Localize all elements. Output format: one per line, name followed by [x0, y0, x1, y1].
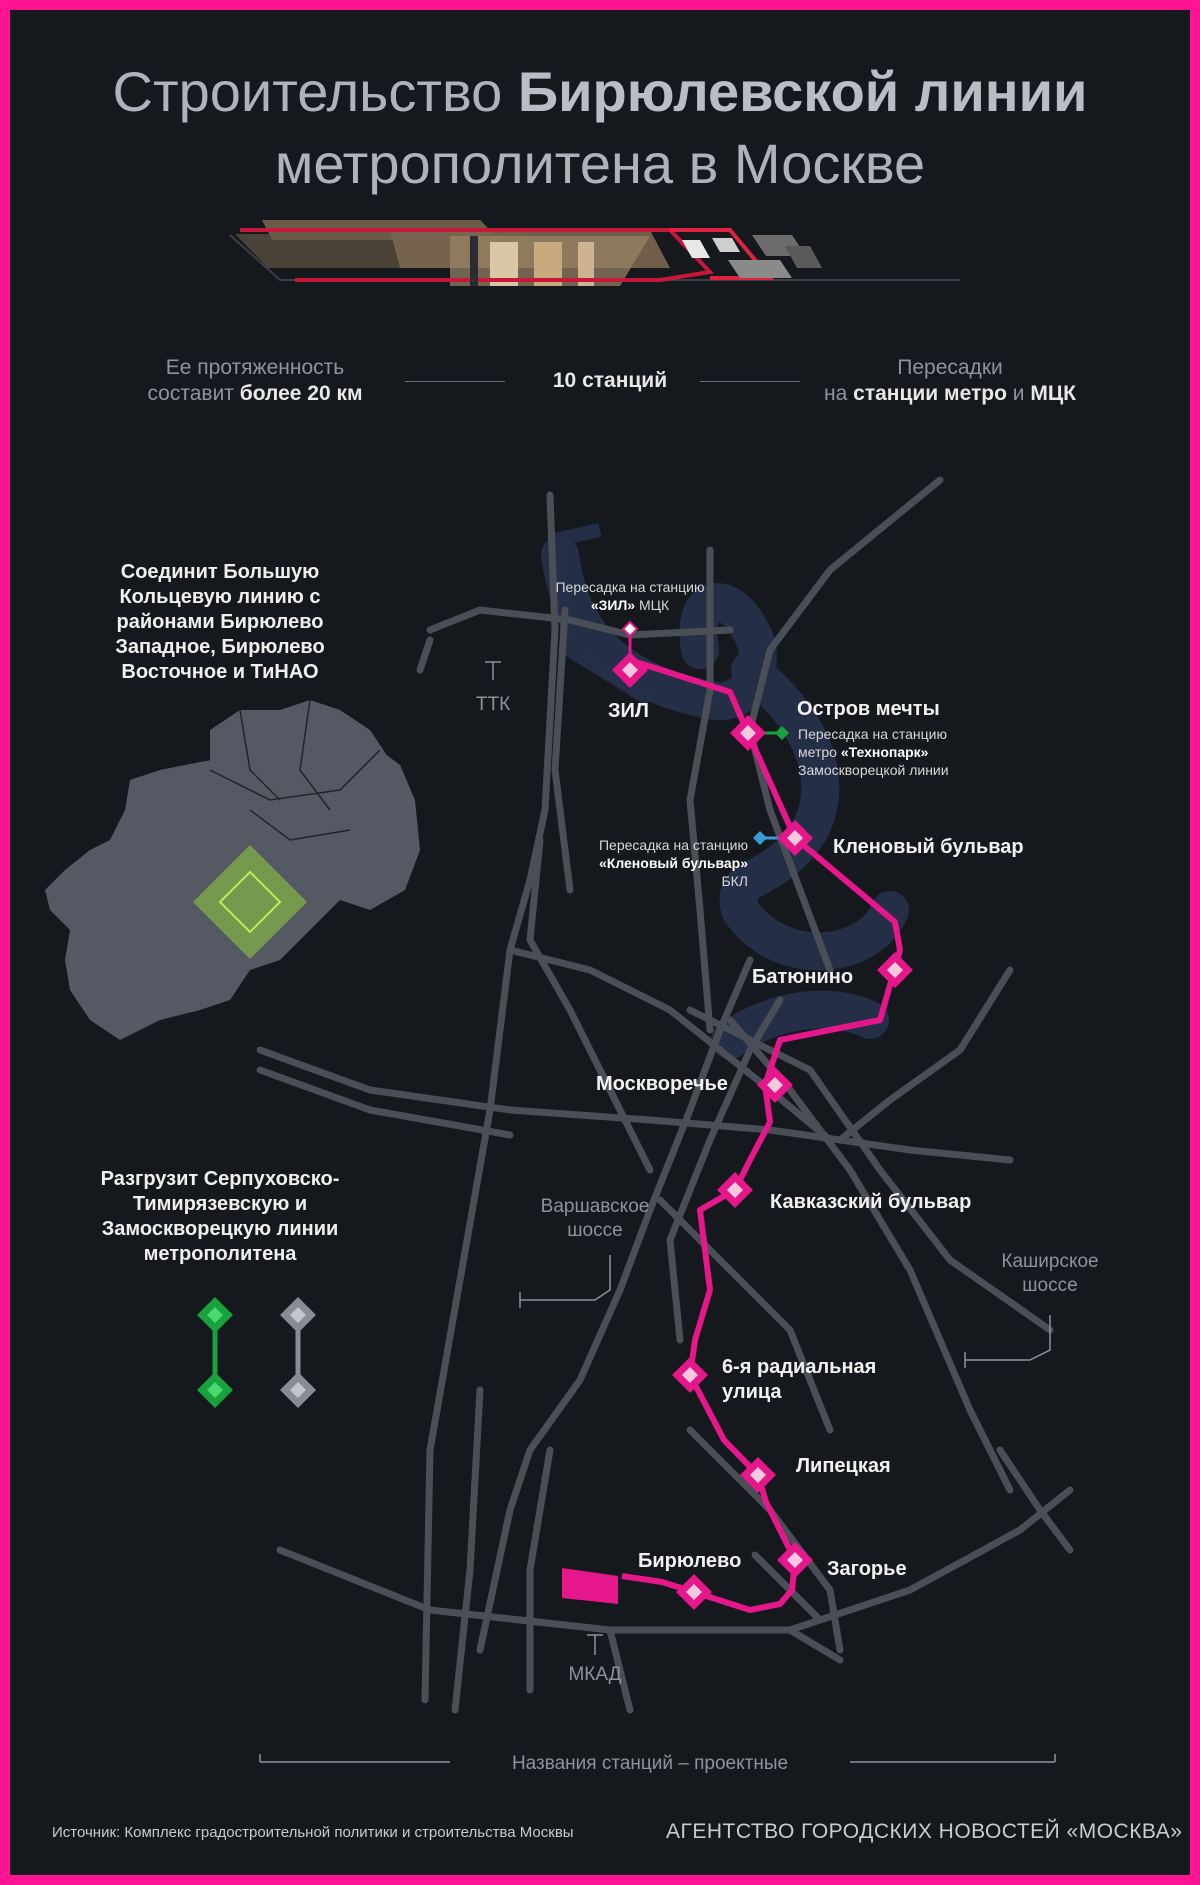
title-prefix: Строительство: [112, 60, 518, 123]
station-kavkazsky-bulvar: [717, 1172, 753, 1208]
station-ostrov-mechty: [730, 715, 766, 751]
road-varshavskoe-label: Варшавское шоссе: [520, 1195, 670, 1243]
technopark-transfer-icon: [775, 726, 789, 740]
label-ostrov-mechty: Остров мечты: [797, 698, 940, 720]
transfers-line1: Пересадки: [897, 356, 1003, 379]
road-varshavskoe-line1: Варшавское: [540, 1196, 650, 1217]
title-bold: Бирюлевской линии: [517, 60, 1088, 123]
page-title-line2: метрополитена в Москве: [274, 132, 926, 195]
label-zil: ЗИЛ: [608, 700, 649, 722]
transfer-technopark-line3: Замоскворецкой линии: [798, 762, 949, 778]
divider-right: [700, 381, 800, 382]
mck-zil-transfer-icon: [621, 620, 639, 638]
station-markers: [612, 652, 913, 1610]
transfer-technopark-bold: «Технопарк»: [840, 744, 929, 760]
connect-text: Соединит Большую Кольцевую линию с район…: [115, 561, 325, 683]
station-klenovy-bulvar: [777, 820, 813, 856]
transfer-klenovy-bold: «Кленовый бульвар»: [598, 855, 748, 871]
length-prefix: составит: [147, 382, 240, 405]
road-mkad-label: МКАД: [568, 1664, 622, 1685]
road-varshavskoe-line2: шоссе: [567, 1220, 623, 1241]
road-kashirskoe-line2: шоссе: [1022, 1275, 1078, 1296]
relieve-text: Разгрузит Серпуховско-Тимирязевскую и За…: [100, 1168, 340, 1265]
length-line2: составит более 20 км: [110, 381, 400, 407]
road-kashirskoe-line1: Каширское: [1001, 1251, 1099, 1272]
label-6-radialnaya: 6-я радиальная улица: [722, 1355, 876, 1405]
label-batyunino: Батюнино: [752, 966, 854, 988]
area-highlight-inner: [218, 870, 282, 934]
transfers-mck: МЦК: [1030, 382, 1076, 405]
transfers-mid: и: [1006, 382, 1031, 405]
klenovy-transfer-icon: [753, 831, 767, 845]
station-zagorye: [777, 1542, 813, 1578]
label-6-radialnaya-line2: улица: [722, 1381, 782, 1403]
stations-stat: 10 станций: [520, 368, 700, 394]
source-text: Источник: Комплекс градостроительной пол…: [52, 1824, 574, 1841]
length-value: более 20 км: [239, 382, 363, 405]
divider-left: [405, 381, 505, 382]
transfer-technopark-note: Пересадка на станцию метро «Технопарк» З…: [798, 725, 998, 779]
transfer-zil-bold: «ЗИЛ»: [590, 597, 636, 613]
transfers-prefix: на: [824, 382, 854, 405]
label-klenovy-bulvar: Кленовый бульвар: [833, 836, 1024, 858]
station-zil: [612, 652, 648, 688]
label-moskvorechye: Москворечье: [596, 1073, 728, 1095]
transfer-zil-line2: «ЗИЛ» МЦК: [540, 596, 720, 614]
transfer-klenovy-note: Пересадка на станцию «Кленовый бульвар» …: [558, 836, 748, 890]
transfer-zil-note: Пересадка на станцию «ЗИЛ» МЦК: [540, 578, 720, 614]
relieve-lines-icons: [197, 1297, 316, 1408]
station-names-note: Названия станций – проектные: [450, 1752, 850, 1776]
station-batyunino: [877, 952, 913, 988]
station-moskvorechye: [757, 1067, 793, 1103]
moscow-districts: [209, 699, 381, 841]
transfer-klenovy-line2: «Кленовый бульвар»: [558, 854, 748, 872]
transfer-klenovy-line3: БКЛ: [721, 873, 748, 889]
area-highlight-outer: [193, 845, 307, 959]
transfer-zil-line1: Пересадка на станцию: [555, 579, 705, 595]
road-ttk-label: ТТК: [475, 694, 511, 715]
transfer-klenovy-line1: Пересадка на станцию: [598, 837, 748, 853]
route-map: [45, 476, 1074, 1763]
road-kashirskoe-label: Каширское шоссе: [980, 1250, 1120, 1298]
biryulevo-line: [621, 657, 903, 1613]
label-lipetskaya: Липецкая: [796, 1455, 891, 1477]
transfers-metro: станции метро: [853, 382, 1007, 405]
depot-block: [562, 1568, 618, 1604]
transfer-technopark-line1: Пересадка на станцию: [798, 726, 948, 742]
page-title: Строительство Бирюлевской линии: [10, 58, 1190, 126]
transfer-technopark-line2: метро «Технопарк»: [798, 743, 998, 761]
train-graphic: [229, 220, 960, 286]
transfer-technopark-prefix: метро: [798, 744, 841, 760]
label-zagorye: Загорье: [827, 1558, 907, 1580]
station-biryulevo: [676, 1574, 712, 1610]
length-stat: Ее протяженность составит более 20 км: [110, 355, 400, 407]
station-6-radialnaya: [672, 1357, 708, 1393]
transfer-zil-suffix: МЦК: [635, 597, 670, 613]
label-kavkazsky-bulvar: Кавказский бульвар: [770, 1191, 972, 1213]
stations-count: 10 станций: [552, 369, 668, 392]
length-line1: Ее протяженность: [165, 356, 345, 379]
transfers-line2: на станции метро и МЦК: [800, 381, 1100, 407]
label-biryulevo: Бирюлево: [638, 1550, 742, 1572]
transfers-stat: Пересадки на станции метро и МЦК: [800, 355, 1100, 407]
station-lipetskaya: [740, 1457, 776, 1493]
label-6-radialnaya-line1: 6-я радиальная: [722, 1356, 877, 1378]
agency-name: АГЕНТСТВО ГОРОДСКИХ НОВОСТЕЙ «МОСКВА»: [666, 1820, 1183, 1843]
infographic: Строительство Бирюлевской линии метропол…: [10, 10, 1190, 1875]
